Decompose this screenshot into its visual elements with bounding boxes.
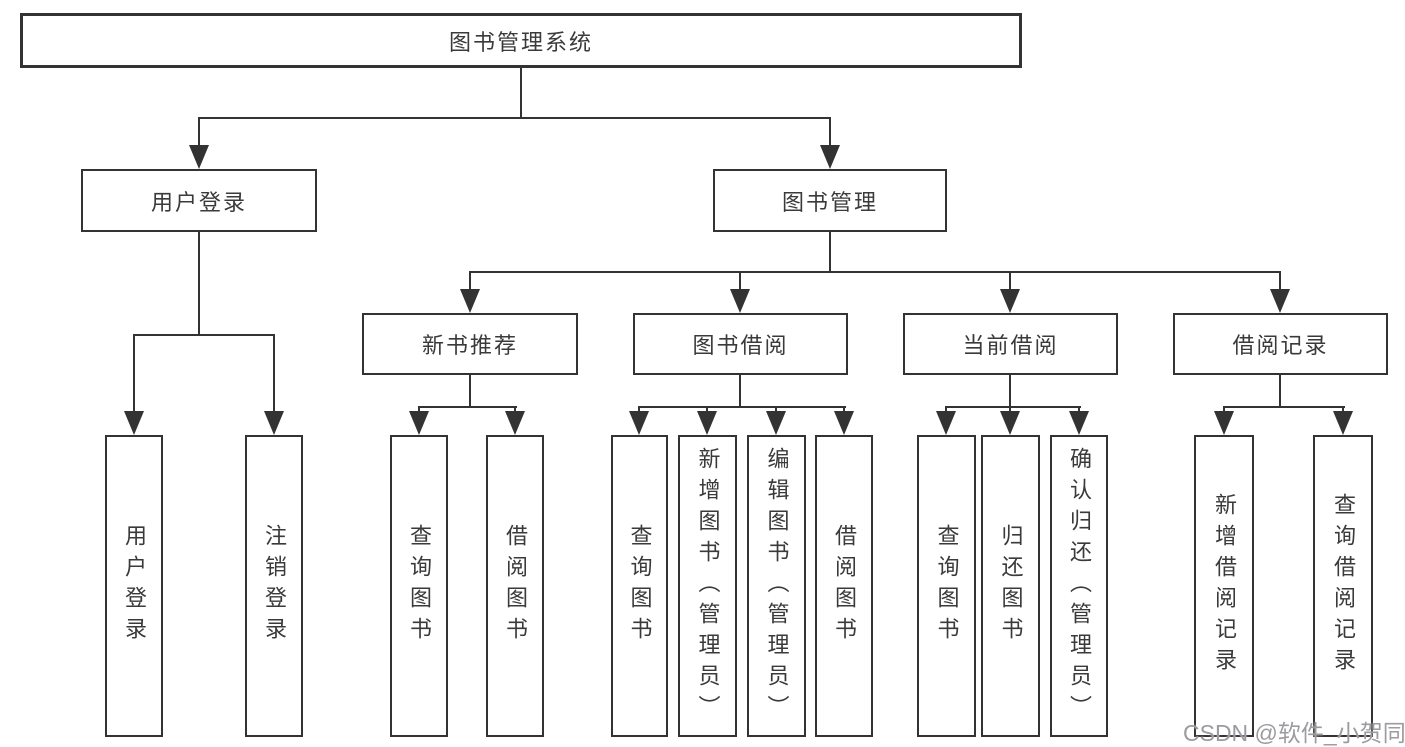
connector-line: [1009, 271, 1011, 299]
node-new-book-recommend: 新书推荐: [362, 313, 578, 375]
arrowhead-down-icon: [1069, 411, 1089, 435]
node-borrowing-records: 借阅记录: [1173, 313, 1388, 375]
leaf-logout-action: 注销登录: [245, 435, 303, 737]
connector-line: [1009, 375, 1011, 407]
node-label: 查询图书: [407, 524, 432, 648]
arrowhead-down-icon: [766, 411, 786, 435]
arrowhead-down-icon: [1000, 411, 1020, 435]
connector-line: [638, 406, 846, 408]
connector-line: [829, 232, 831, 273]
connector-line: [520, 68, 522, 118]
leaf-edit-books-admin: 编辑图书（管理员）: [747, 435, 806, 737]
connector-line: [469, 375, 471, 407]
leaf-add-books-admin: 新增图书（管理员）: [678, 435, 737, 737]
arrowhead-down-icon: [1000, 289, 1020, 313]
arrowhead-down-icon: [1333, 411, 1353, 435]
connector-line: [198, 232, 200, 335]
connector-line: [1223, 406, 1345, 408]
connector-line: [945, 406, 1081, 408]
node-label: 图书管理: [781, 189, 878, 215]
connector-line: [1279, 375, 1281, 407]
node-label: 借阅图书: [832, 524, 857, 648]
connector-line: [198, 117, 831, 119]
connector-line: [273, 334, 275, 419]
node-label: 新书推荐: [421, 333, 518, 358]
arrowhead-down-icon: [505, 411, 525, 435]
leaf-borrow-books-recommend: 借阅图书: [486, 435, 544, 737]
arrowhead-down-icon: [264, 411, 284, 435]
arrowhead-down-icon: [730, 289, 750, 313]
node-label: 借阅图书: [503, 524, 528, 648]
node-book-management: 图书管理: [713, 169, 947, 232]
node-label: 注销登录: [262, 524, 287, 648]
node-label: 新增借阅记录: [1212, 493, 1237, 679]
node-label: 归还图书: [998, 524, 1024, 648]
node-label: 当前借阅: [962, 333, 1059, 358]
node-root-library-system: 图书管理系统: [20, 13, 1022, 68]
connector-line: [829, 117, 831, 157]
arrowhead-down-icon: [189, 145, 209, 169]
leaf-query-books-current: 查询图书: [917, 435, 976, 737]
leaf-user-login-action: 用户登录: [105, 435, 163, 737]
node-label: 查询借阅记录: [1331, 493, 1356, 679]
arrowhead-down-icon: [697, 411, 717, 435]
node-user-login: 用户登录: [81, 169, 317, 232]
leaf-return-books: 归还图书: [981, 435, 1040, 737]
csdn-watermark: CSDN @软件_小贺同学: [1183, 720, 1405, 746]
node-label: 用户登录: [122, 524, 147, 648]
connector-line: [469, 271, 1281, 273]
connector-line: [133, 334, 135, 419]
leaf-query-books-recommend: 查询图书: [390, 435, 448, 737]
arrowhead-down-icon: [1270, 289, 1290, 313]
arrowhead-down-icon: [820, 145, 840, 169]
node-label: 查询图书: [934, 524, 960, 648]
node-label: 查询图书: [627, 524, 653, 648]
node-label: 图书管理系统: [448, 29, 593, 55]
node-label: 借阅记录: [1232, 333, 1329, 358]
arrowhead-down-icon: [409, 411, 429, 435]
node-label: 新增图书（管理员）: [695, 446, 721, 726]
connector-line: [133, 334, 275, 336]
node-current-borrowing: 当前借阅: [903, 313, 1118, 375]
leaf-query-borrow-record: 查询借阅记录: [1313, 435, 1373, 737]
arrowhead-down-icon: [834, 411, 854, 435]
node-label: 确认归还（管理员）: [1067, 446, 1092, 726]
arrowhead-down-icon: [1214, 411, 1234, 435]
connector-line: [739, 271, 741, 299]
node-label: 用户登录: [150, 189, 247, 215]
leaf-add-borrow-record: 新增借阅记录: [1194, 435, 1254, 737]
arrowhead-down-icon: [460, 289, 480, 313]
node-book-borrowing: 图书借阅: [633, 313, 848, 375]
arrowhead-down-icon: [629, 411, 649, 435]
leaf-confirm-return-admin: 确认归还（管理员）: [1050, 435, 1108, 737]
node-label: 编辑图书（管理员）: [764, 446, 790, 726]
connector-line: [739, 375, 741, 407]
connector-line: [418, 406, 517, 408]
connector-line: [198, 117, 200, 157]
node-label: 图书借阅: [692, 333, 789, 358]
arrowhead-down-icon: [936, 411, 956, 435]
leaf-borrow-books-borrow: 借阅图书: [815, 435, 873, 737]
leaf-query-books-borrow: 查询图书: [611, 435, 668, 737]
arrowhead-down-icon: [124, 411, 144, 435]
connector-line: [469, 271, 471, 299]
connector-line: [1279, 271, 1281, 299]
